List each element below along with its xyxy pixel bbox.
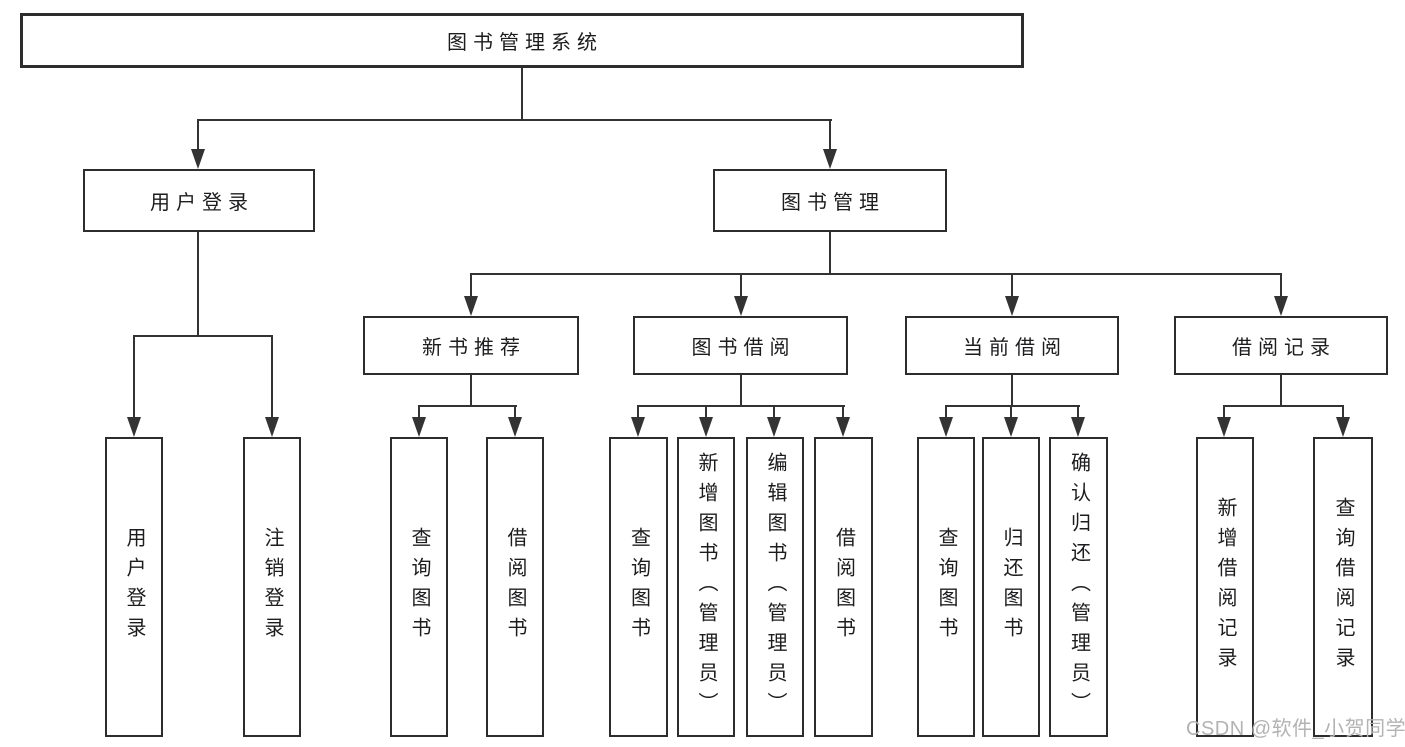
csdn-watermark: CSDN @软件_小贺同学 <box>1186 718 1405 740</box>
connector-line <box>470 375 472 407</box>
node-current-borrowing: 当前借阅 <box>905 316 1119 375</box>
connector-line <box>133 335 273 337</box>
arrowhead-icon <box>508 417 522 437</box>
connector-line <box>829 232 831 275</box>
connector-line <box>945 405 947 419</box>
connector-line <box>1280 375 1282 407</box>
node-cb-query-books: 查询图书 <box>917 437 975 737</box>
connector-line <box>1280 273 1282 298</box>
connector-line <box>521 68 523 120</box>
node-nb-borrow-books: 借阅图书 <box>486 437 544 737</box>
connector-line <box>1011 273 1013 298</box>
arrowhead-icon <box>1005 296 1019 316</box>
node-book-borrowing: 图书借阅 <box>633 316 848 375</box>
node-borrowing-records: 借阅记录 <box>1174 316 1388 375</box>
node-cb-confirm-return-admin: 确认归还（管理员） <box>1049 437 1108 737</box>
connector-line <box>945 405 1080 407</box>
connector-line <box>637 405 845 407</box>
arrowhead-icon <box>412 417 426 437</box>
arrowhead-icon <box>265 417 279 437</box>
arrowhead-icon <box>1274 296 1288 316</box>
arrowhead-icon <box>127 417 141 437</box>
connector-line <box>1011 375 1013 407</box>
node-hist-add-record: 新增借阅记录 <box>1196 437 1254 737</box>
connector-line <box>197 119 199 151</box>
connector-line <box>705 405 707 419</box>
arrowhead-icon <box>734 296 748 316</box>
connector-line <box>1342 405 1344 419</box>
arrowhead-icon <box>699 417 713 437</box>
arrowhead-icon <box>823 149 837 169</box>
node-bb-query-books: 查询图书 <box>609 437 668 737</box>
node-user-login-branch: 用户登录 <box>83 169 315 232</box>
arrowhead-icon <box>1217 417 1231 437</box>
node-book-management: 图书管理 <box>713 169 947 232</box>
arrowhead-icon <box>191 149 205 169</box>
connector-line <box>197 232 199 337</box>
node-user-login: 用户登录 <box>105 437 163 737</box>
connector-line <box>418 405 420 419</box>
connector-line <box>1223 405 1225 419</box>
node-bb-add-books-admin: 新增图书（管理员） <box>677 437 735 737</box>
connector-line <box>418 405 517 407</box>
connector-line <box>1077 405 1079 419</box>
arrowhead-icon <box>1336 417 1350 437</box>
connector-line <box>637 405 639 419</box>
node-hist-query-record: 查询借阅记录 <box>1313 437 1373 737</box>
arrowhead-icon <box>939 417 953 437</box>
arrowhead-icon <box>767 417 781 437</box>
arrowhead-icon <box>464 296 478 316</box>
connector-line <box>842 405 844 419</box>
connector-line <box>773 405 775 419</box>
arrowhead-icon <box>1071 417 1085 437</box>
connector-line <box>1010 405 1012 419</box>
connector-line <box>740 273 742 298</box>
arrowhead-icon <box>1004 417 1018 437</box>
connector-line <box>470 273 472 298</box>
connector-line <box>514 405 516 419</box>
connector-line <box>470 273 1282 275</box>
node-new-book-recommendation: 新书推荐 <box>363 316 579 375</box>
node-nb-query-books: 查询图书 <box>390 437 448 737</box>
connector-line <box>271 335 273 419</box>
arrowhead-icon <box>631 417 645 437</box>
node-logout: 注销登录 <box>243 437 301 737</box>
connector-line <box>829 119 831 151</box>
arrowhead-icon <box>836 417 850 437</box>
node-cb-return-books: 归还图书 <box>982 437 1040 737</box>
connector-line <box>133 335 135 419</box>
node-bb-borrow-books: 借阅图书 <box>814 437 873 737</box>
node-library-system: 图书管理系统 <box>20 13 1024 68</box>
connector-line <box>1223 405 1344 407</box>
connector-line <box>740 375 742 407</box>
connector-line <box>197 119 832 121</box>
node-bb-edit-books-admin: 编辑图书（管理员） <box>746 437 804 737</box>
